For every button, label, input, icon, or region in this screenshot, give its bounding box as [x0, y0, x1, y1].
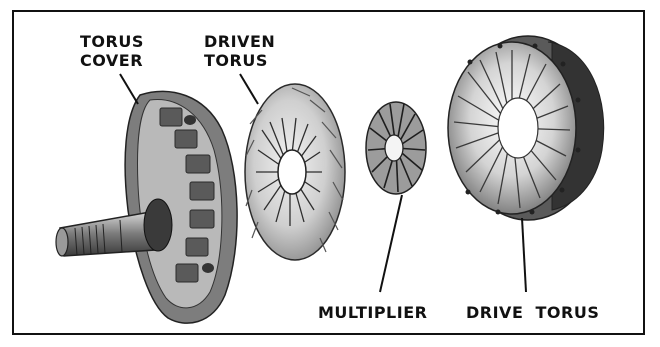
multiplier-part: [366, 102, 426, 194]
driven-torus-leader: [240, 74, 258, 104]
torus-cover-part: [56, 91, 237, 323]
driven-torus-label-line1: DRIVEN: [204, 32, 275, 51]
driven-torus-part: [245, 84, 345, 260]
torus-cover-label: TORUS COVER: [80, 32, 144, 70]
multiplier-leader: [380, 195, 402, 292]
driven-torus-label: DRIVEN TORUS: [204, 32, 275, 70]
drive-torus-label: DRIVE TORUS: [466, 303, 599, 322]
torus-cover-label-line2: COVER: [80, 51, 144, 70]
torus-cover-leader: [120, 74, 138, 104]
drive-torus-part: [448, 36, 604, 220]
multiplier-label: MULTIPLIER: [318, 303, 427, 322]
torus-cover-label-line1: TORUS: [80, 32, 144, 51]
drive-torus-leader: [522, 218, 526, 292]
driven-torus-label-line2: TORUS: [204, 51, 275, 70]
